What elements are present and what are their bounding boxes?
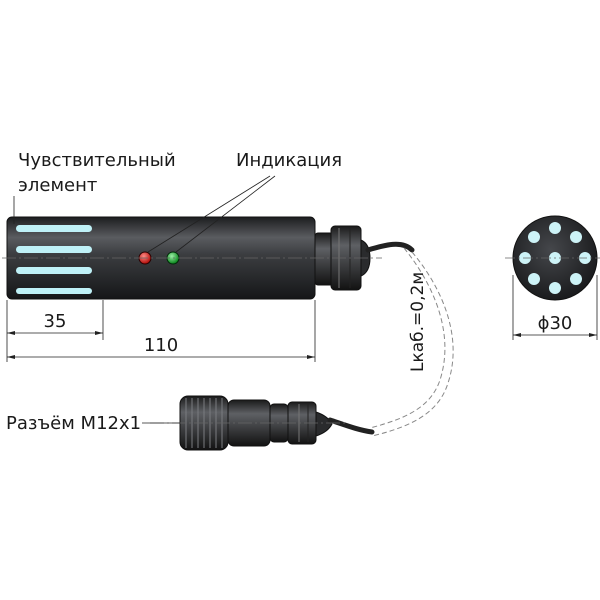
slot (16, 288, 92, 294)
slot (16, 267, 92, 274)
sensing-element-slots (16, 225, 92, 294)
hole (570, 231, 582, 243)
sensor-label-line1: Чувствительный (18, 150, 176, 171)
indication-label: Индикация (236, 150, 342, 171)
hole (549, 222, 561, 234)
cable-path-dashed (369, 247, 454, 437)
dimension-arrows (7, 331, 597, 359)
end-view (505, 215, 600, 301)
cable-length-label: Lкаб.=0,2м (408, 272, 428, 372)
hole (549, 282, 561, 294)
slot (16, 225, 92, 232)
cable-bottom (327, 417, 375, 435)
slot (16, 246, 92, 253)
connector-label: Разъём M12x1 (6, 413, 141, 434)
dimension-lines (6, 275, 598, 362)
dimension-diameter: ϕ30 (538, 313, 573, 334)
dimension-110: 110 (144, 335, 178, 356)
dimension-35: 35 (44, 311, 67, 332)
cable-top (365, 241, 415, 253)
hole (528, 231, 540, 243)
sensor-label-line2: элемент (18, 175, 97, 196)
hole (528, 273, 540, 285)
hole (570, 273, 582, 285)
leader-lines (13, 175, 276, 424)
